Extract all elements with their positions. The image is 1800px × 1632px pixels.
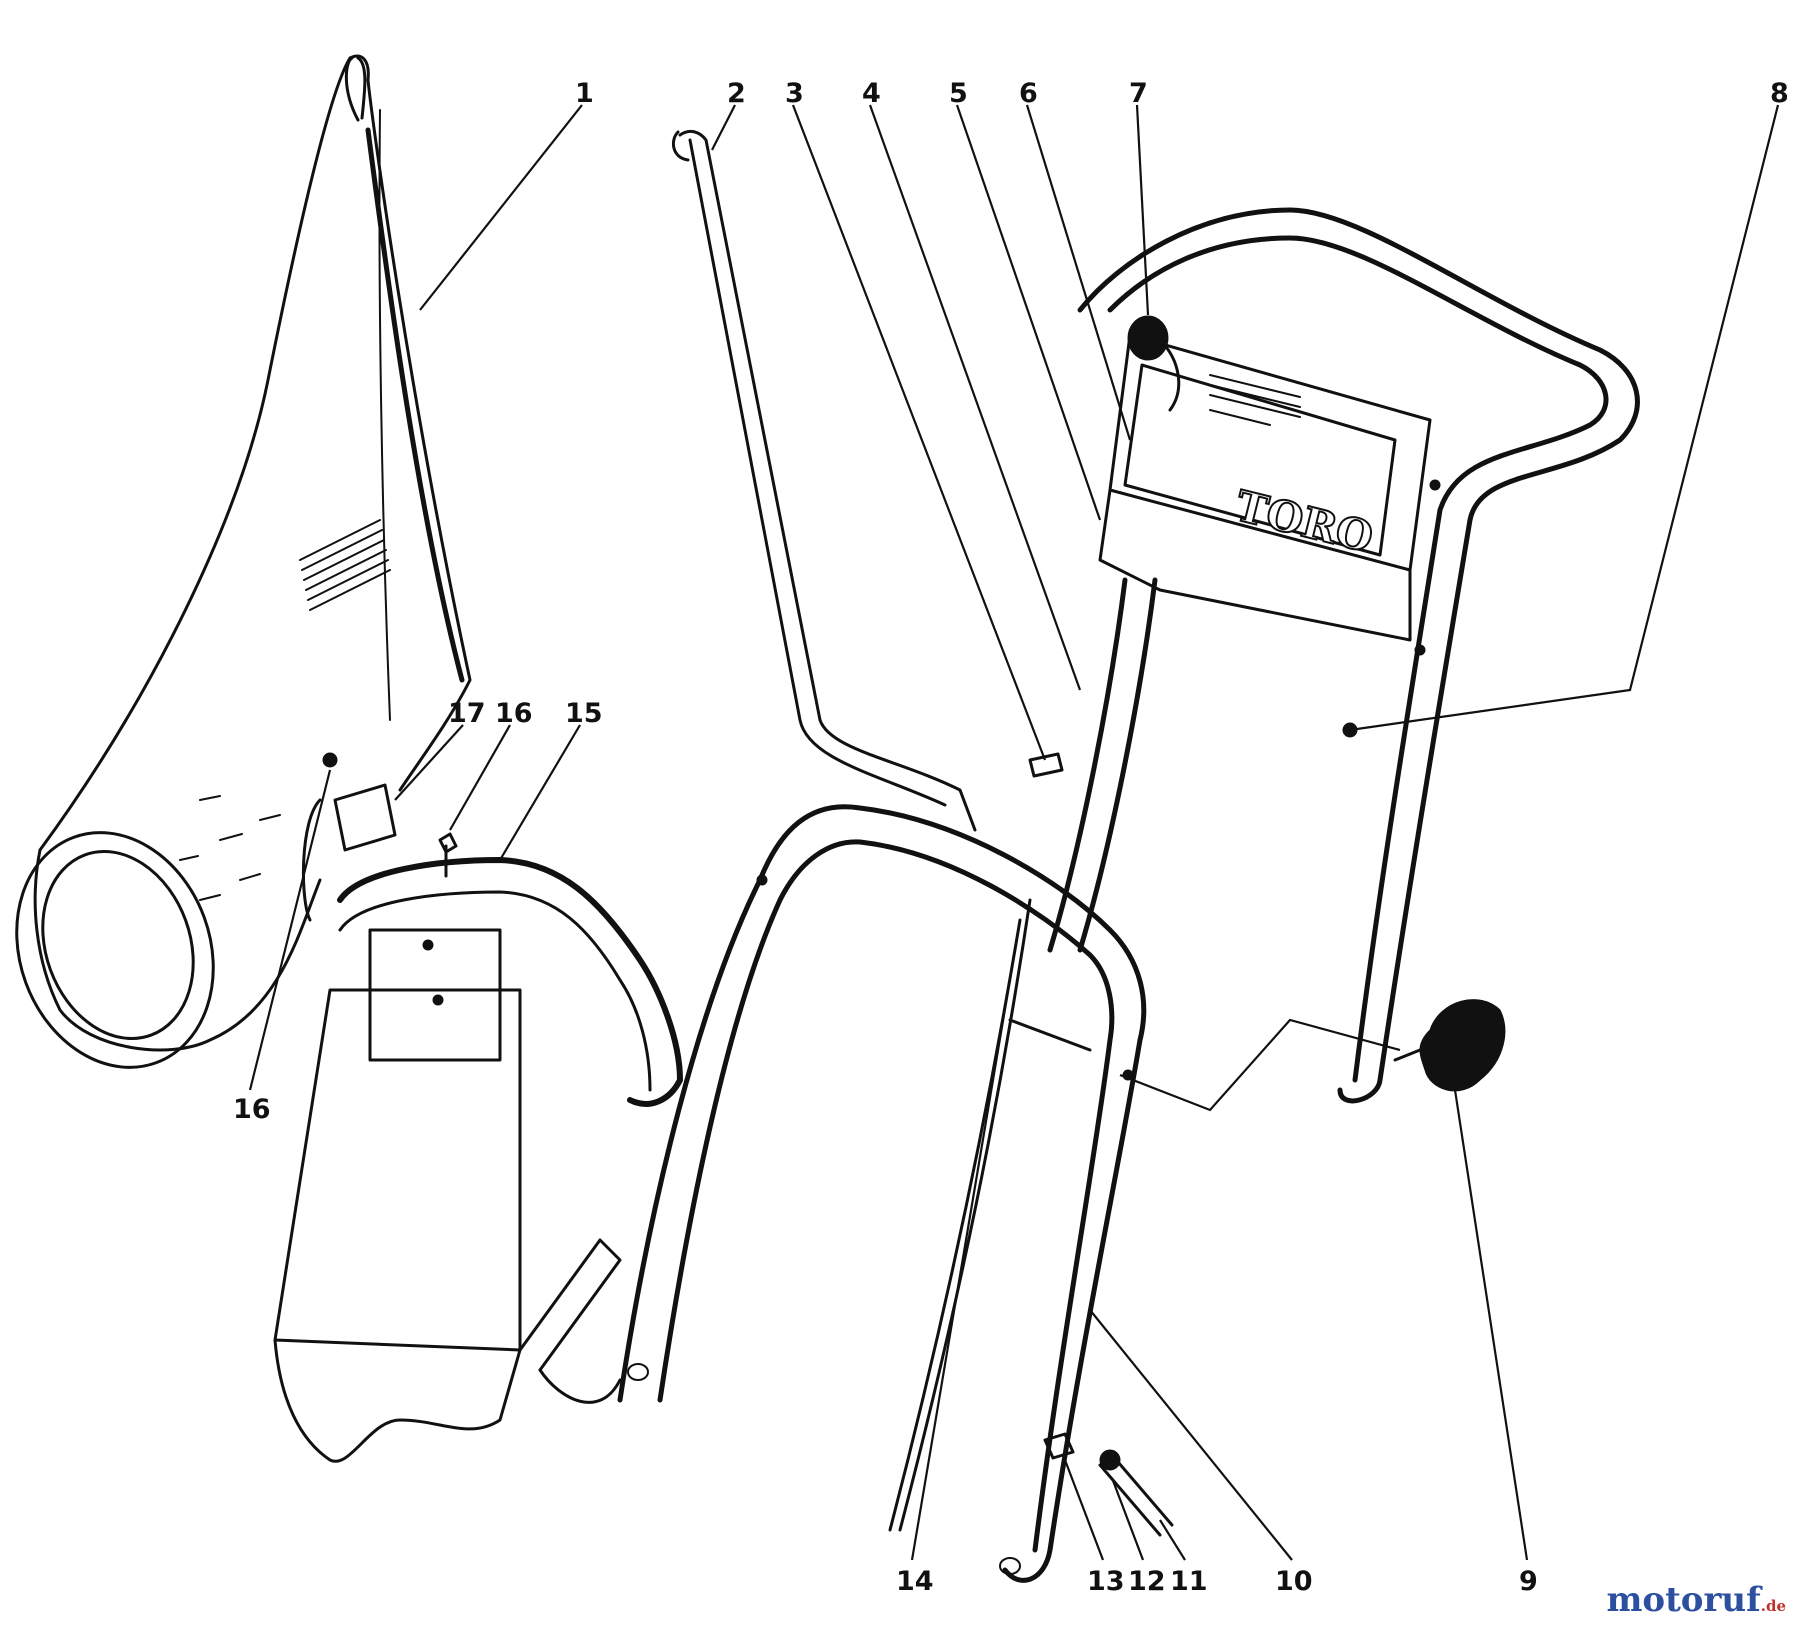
label-part-8: 8	[1770, 78, 1789, 109]
label-part-5: 5	[949, 78, 968, 109]
label-part-14: 14	[896, 1566, 934, 1597]
watermark-logo: motoruf.de	[1606, 1580, 1786, 1620]
leader-lines	[248, 104, 1780, 1561]
knob-top	[1127, 315, 1181, 412]
lower-handle	[617, 804, 1147, 1583]
label-part-10: 10	[1275, 1566, 1313, 1597]
label-part-6: 6	[1019, 78, 1038, 109]
label-part-4: 4	[862, 78, 881, 109]
label-part-7: 7	[1129, 78, 1148, 109]
part-labels: 1 2 3 4 5 6 7 8 9 10 11 12 13 14 15 16 1…	[233, 78, 1789, 1597]
watermark-tld: .de	[1760, 1597, 1786, 1615]
label-part-13: 13	[1087, 1566, 1125, 1597]
label-part-1: 1	[575, 78, 594, 109]
watermark-name: motoruf	[1606, 1580, 1761, 1620]
label-part-17: 17	[448, 698, 486, 729]
knob-side	[1393, 999, 1506, 1092]
label-part-3: 3	[785, 78, 804, 109]
label-part-11: 11	[1170, 1566, 1208, 1597]
label-part-16-top: 16	[495, 698, 533, 729]
control-panel: TORO	[1098, 333, 1432, 642]
panel-brand-text: TORO	[1231, 481, 1378, 562]
upper-handle	[1047, 207, 1640, 1104]
bag-frame-assembly	[273, 752, 683, 1463]
label-part-15: 15	[565, 698, 603, 729]
label-part-12: 12	[1128, 1566, 1166, 1597]
label-part-9: 9	[1519, 1566, 1538, 1597]
label-part-16-left: 16	[233, 1094, 271, 1125]
grass-bag	[15, 54, 472, 1069]
label-part-2: 2	[727, 78, 746, 109]
control-rod	[671, 129, 977, 832]
